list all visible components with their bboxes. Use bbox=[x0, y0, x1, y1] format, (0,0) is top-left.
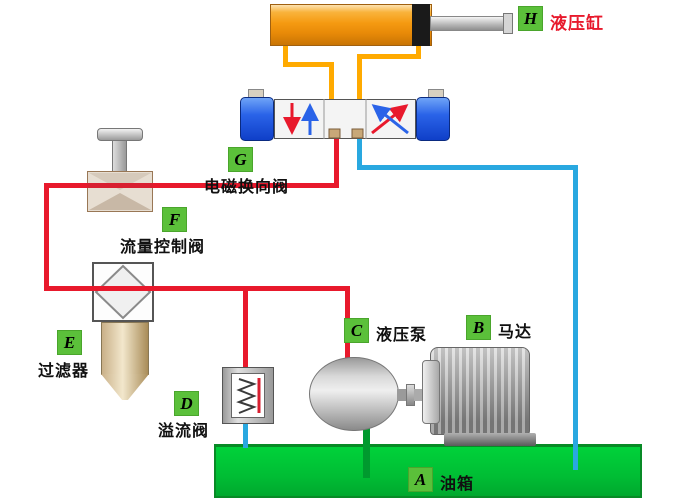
pipe-green-pump-to-tank bbox=[363, 428, 370, 478]
pipe-red-to-relief-valve bbox=[243, 286, 248, 370]
pipe-blue-horizontal bbox=[357, 165, 578, 170]
motor-body bbox=[430, 347, 530, 435]
pipe-blue-relief-to-tank bbox=[243, 422, 248, 448]
pipe-orange-right-horizontal bbox=[357, 54, 421, 59]
flow-valve-body bbox=[87, 171, 153, 212]
pipe-orange-cylinder-right-port bbox=[416, 44, 421, 56]
pump-shaft bbox=[397, 389, 407, 401]
pipe-red-horizontal-upper bbox=[44, 183, 339, 188]
label-badge-motor: B bbox=[466, 315, 491, 340]
piston-rod bbox=[430, 16, 505, 31]
pipe-red-horizontal-lower bbox=[44, 286, 350, 291]
flow-valve-stem bbox=[112, 140, 127, 173]
label-badge-filter: E bbox=[57, 330, 82, 355]
label-text-relief-valve: 溢流阀 bbox=[158, 423, 210, 440]
pipe-orange-valve-left-up bbox=[329, 64, 334, 102]
hydraulic-cylinder-body bbox=[270, 4, 432, 46]
motor-end-cap bbox=[422, 360, 440, 424]
filter-cone bbox=[101, 374, 149, 400]
label-text-filter: 过滤器 bbox=[38, 363, 90, 380]
hydraulic-pump bbox=[309, 357, 399, 431]
label-text-tank: 油箱 bbox=[440, 476, 475, 493]
label-badge-flow-valve: F bbox=[162, 207, 187, 232]
pipe-blue-right-vertical-to-tank bbox=[573, 165, 578, 470]
label-text-valve: 电磁换向阀 bbox=[204, 179, 290, 196]
motor-base bbox=[444, 433, 536, 446]
label-text-pump: 液压泵 bbox=[376, 327, 428, 344]
pipe-orange-cylinder-left-port bbox=[283, 44, 288, 64]
filter-symbol bbox=[92, 262, 154, 322]
pipe-orange-left-horizontal bbox=[283, 62, 334, 67]
relief-valve-spring bbox=[231, 373, 265, 418]
directional-valve-body bbox=[274, 99, 416, 139]
label-badge-pump: C bbox=[344, 318, 369, 343]
pipe-blue-valve-down bbox=[357, 138, 362, 168]
solenoid-right bbox=[416, 97, 450, 141]
pipe-red-left-vertical bbox=[44, 183, 49, 291]
filter-body bbox=[101, 322, 149, 375]
directional-valve-symbol bbox=[274, 99, 416, 139]
label-text-flow-valve: 流量控制阀 bbox=[120, 239, 206, 256]
solenoid-left bbox=[240, 97, 274, 141]
label-text-motor: 马达 bbox=[498, 324, 533, 341]
label-badge-cylinder: H bbox=[518, 6, 543, 31]
hydraulic-cylinder-piston-band bbox=[412, 4, 430, 46]
pipe-orange-valve-right-up bbox=[357, 56, 362, 102]
label-text-cylinder: 液压缸 bbox=[550, 14, 604, 33]
label-badge-relief-valve: D bbox=[174, 391, 199, 416]
label-badge-tank: A bbox=[408, 467, 433, 492]
piston-rod-end bbox=[503, 13, 513, 34]
pipe-red-valve-down bbox=[334, 138, 339, 186]
label-badge-valve: G bbox=[228, 147, 253, 172]
